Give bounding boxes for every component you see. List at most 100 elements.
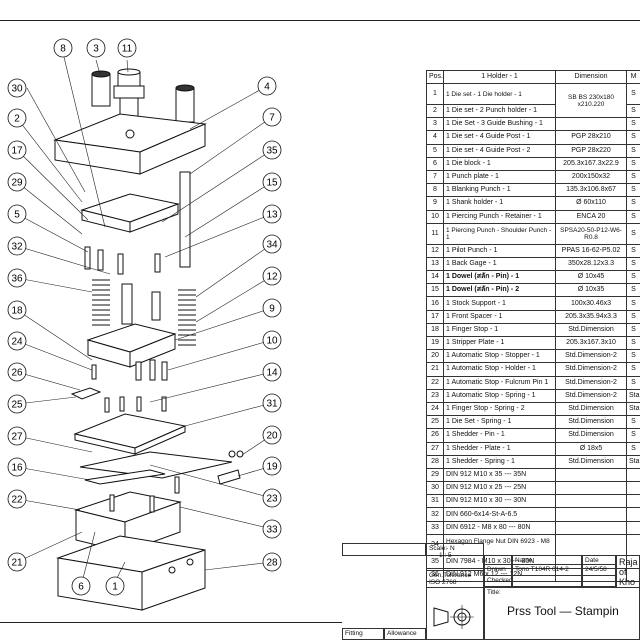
- bom-dimension: 205.3x167.3x22.9: [555, 156, 627, 171]
- bom-part-name: 1 Dowel (สลัก - Pin) - 1: [443, 270, 556, 285]
- callout-label: 3: [93, 44, 99, 55]
- bom-dimension: Std.Dimension: [555, 415, 627, 430]
- bom-pos: 16: [426, 296, 444, 311]
- bom-pos: 23: [426, 388, 444, 403]
- title-block: Scale: 1 : 5 Name Date Drawn Tono T104R …: [342, 543, 640, 640]
- callout-27: 27: [7, 426, 27, 446]
- bom-material: [626, 494, 640, 509]
- callout-label: 11: [122, 44, 133, 55]
- callout-balloon: [7, 300, 27, 320]
- bom-part-name: 1 Pilot Punch - 1: [443, 243, 556, 258]
- callout-balloon: [262, 519, 282, 539]
- bom-pos: 2: [426, 103, 444, 119]
- callout-balloon: [7, 394, 27, 414]
- checked-date: [582, 575, 616, 587]
- bom-pos: 25: [426, 415, 444, 430]
- fitting-label: Fitting: [342, 628, 384, 640]
- bom-material: S: [626, 169, 640, 185]
- bom-material: Sta: [626, 454, 640, 469]
- bom-dimension: Ø 10x45: [555, 270, 627, 285]
- bom-material: S: [626, 183, 640, 198]
- callout-balloon: [257, 76, 277, 96]
- bom-part-name: 1 Die block - 1: [443, 156, 556, 171]
- bom-part-name: 1 Die Set - 3 Guide Bushing - 1: [443, 117, 556, 132]
- bom-pos: 5: [426, 143, 444, 158]
- projection-symbol-icon: [433, 605, 474, 629]
- bom-dimension: [555, 481, 627, 496]
- callout-label: 22: [11, 495, 23, 506]
- callout-label: 25: [11, 400, 23, 411]
- projection-symbol-cell: [426, 587, 484, 640]
- callout-balloon: [7, 236, 27, 256]
- callout-label: 17: [11, 146, 23, 157]
- bom-dimension: Std.Dimension: [555, 428, 627, 443]
- callout-label: 23: [266, 494, 278, 505]
- callout-19: 19: [262, 456, 282, 476]
- bom-part-name: 1 Die set - 4 Guide Post - 2: [443, 143, 556, 158]
- callout-label: 7: [269, 113, 275, 124]
- bom-part-name: 1 Punch plate - 1: [443, 169, 556, 185]
- callout-label: 31: [266, 399, 278, 410]
- bom-pos: 19: [426, 335, 444, 351]
- bom-material: S: [626, 362, 640, 377]
- bom-material: [626, 507, 640, 522]
- bom-part-name: 1 Die set - 2 Punch holder - 1: [443, 103, 556, 119]
- bom-pos: 17: [426, 309, 444, 324]
- bom-part-name: DIN 912 M10 x 25 --- 25N: [443, 481, 556, 496]
- callout-21: 21: [7, 552, 27, 572]
- bom-part-name: 1 Shedder - Spring - 1: [443, 454, 556, 469]
- callout-label: 32: [11, 242, 23, 253]
- bom-dimension: Std.Dimension-2: [555, 375, 627, 390]
- callout-balloon: [53, 38, 73, 58]
- bom-material: S: [626, 196, 640, 211]
- bom-pos: 30: [426, 481, 444, 496]
- callout-label: 35: [266, 146, 278, 157]
- bom-part-name: 1 Finger Stop - Spring - 2: [443, 401, 556, 417]
- bom-material: S: [626, 222, 640, 245]
- callout-label: 4: [264, 82, 270, 93]
- callout-label: 28: [266, 558, 278, 569]
- callout-balloon: [262, 362, 282, 382]
- bom-part-name: DIN 912 M10 x 35 --- 35N: [443, 467, 556, 483]
- bom-part-name: DIN 660-6x14-St-A-6.5: [443, 507, 556, 522]
- bom-header-material: M: [626, 70, 640, 84]
- callout-balloon: [7, 78, 27, 98]
- bom-material: Sta: [626, 401, 640, 417]
- callout-label: 19: [266, 462, 278, 473]
- callout-label: 2: [14, 114, 20, 125]
- bom-pos: 21: [426, 362, 444, 377]
- callout-label: 34: [266, 240, 278, 251]
- callout-balloon: [262, 107, 282, 127]
- callout-balloon: [7, 204, 27, 224]
- bom-part-name: 1 Die set - 4 Guide Post - 1: [443, 130, 556, 145]
- bom-part-name: 1 Stock Support - 1: [443, 296, 556, 311]
- callout-30: 30: [7, 78, 27, 98]
- bom-dimension: Std.Dimension: [555, 401, 627, 417]
- bom-part-name: 1 Shank holder - 1: [443, 196, 556, 211]
- callout-balloon: [262, 298, 282, 318]
- callout-label: 16: [11, 463, 23, 474]
- bom-dimension: SPSA20-50-P12-W6-R0.8: [555, 222, 627, 245]
- callout-11: 11: [117, 38, 137, 58]
- tolerance-cell: Gen.Tolerance ISO 2768: [426, 570, 484, 588]
- bom-dimension: [555, 520, 627, 535]
- bom-header-part: 1 Holder - 1: [443, 70, 556, 84]
- bom-header-row: Pos. 1 Holder - 1 Dimension M: [426, 70, 640, 84]
- bom-material: S: [626, 335, 640, 351]
- bom-part-name: 1 Automatic Stop - Stopper - 1: [443, 349, 556, 364]
